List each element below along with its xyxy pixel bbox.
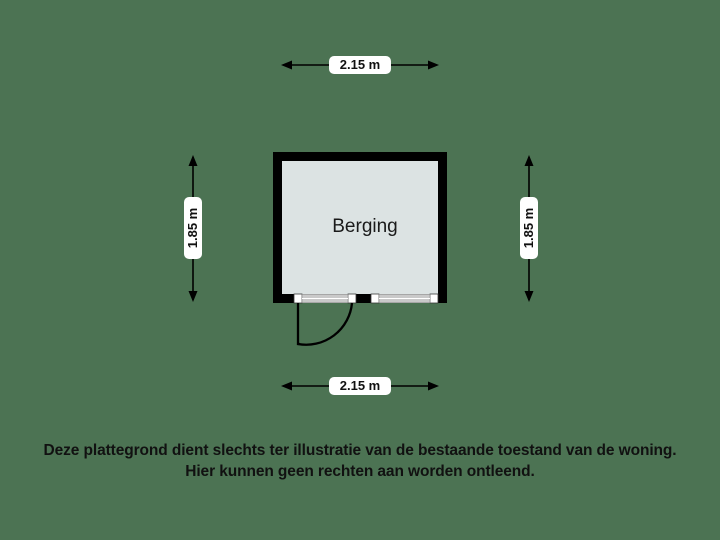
dimension-label-left: 1.85 m <box>185 208 200 248</box>
window-opening <box>370 293 439 304</box>
dimension-left-height: 1.85 m <box>184 155 202 302</box>
dimension-label-chip <box>329 56 391 74</box>
arrowhead-right-icon <box>428 60 439 70</box>
door-jamb-left <box>293 293 303 304</box>
door-jamb-right <box>347 293 357 304</box>
dimension-label-chip <box>329 377 391 395</box>
arrowhead-down-icon <box>188 291 198 302</box>
disclaimer-line-2: Hier kunnen geen rechten aan worden ontl… <box>185 463 535 480</box>
room-berging <box>273 152 447 303</box>
arrowhead-down-icon <box>524 291 534 302</box>
disclaimer-line-1: Deze plattegrond dient slechts ter illus… <box>43 442 677 459</box>
room-label-berging: Berging <box>332 216 398 237</box>
dimension-top-width: 2.15 m <box>281 56 439 74</box>
dimension-label-top: 2.15 m <box>340 57 380 72</box>
arrowhead-right-icon <box>428 381 439 391</box>
dimension-label-bottom: 2.15 m <box>340 378 380 393</box>
door-leaf <box>296 303 300 346</box>
window-jamb-right <box>429 293 439 304</box>
arrowhead-up-icon <box>188 155 198 166</box>
dimension-right-height: 1.85 m <box>520 155 538 302</box>
disclaimer-text: Deze plattegrond dient slechts ter illus… <box>0 440 720 482</box>
arrowhead-left-icon <box>281 381 292 391</box>
dimension-bottom-width: 2.15 m <box>281 377 439 395</box>
door-swing-arc <box>297 302 354 346</box>
arrowhead-left-icon <box>281 60 292 70</box>
window-jamb-left <box>370 293 380 304</box>
door-opening <box>293 293 357 346</box>
dimension-label-chip <box>520 197 538 259</box>
dimension-label-right: 1.85 m <box>521 208 536 248</box>
room-floor-fill <box>282 161 438 294</box>
dimension-label-chip <box>184 197 202 259</box>
arrowhead-up-icon <box>524 155 534 166</box>
